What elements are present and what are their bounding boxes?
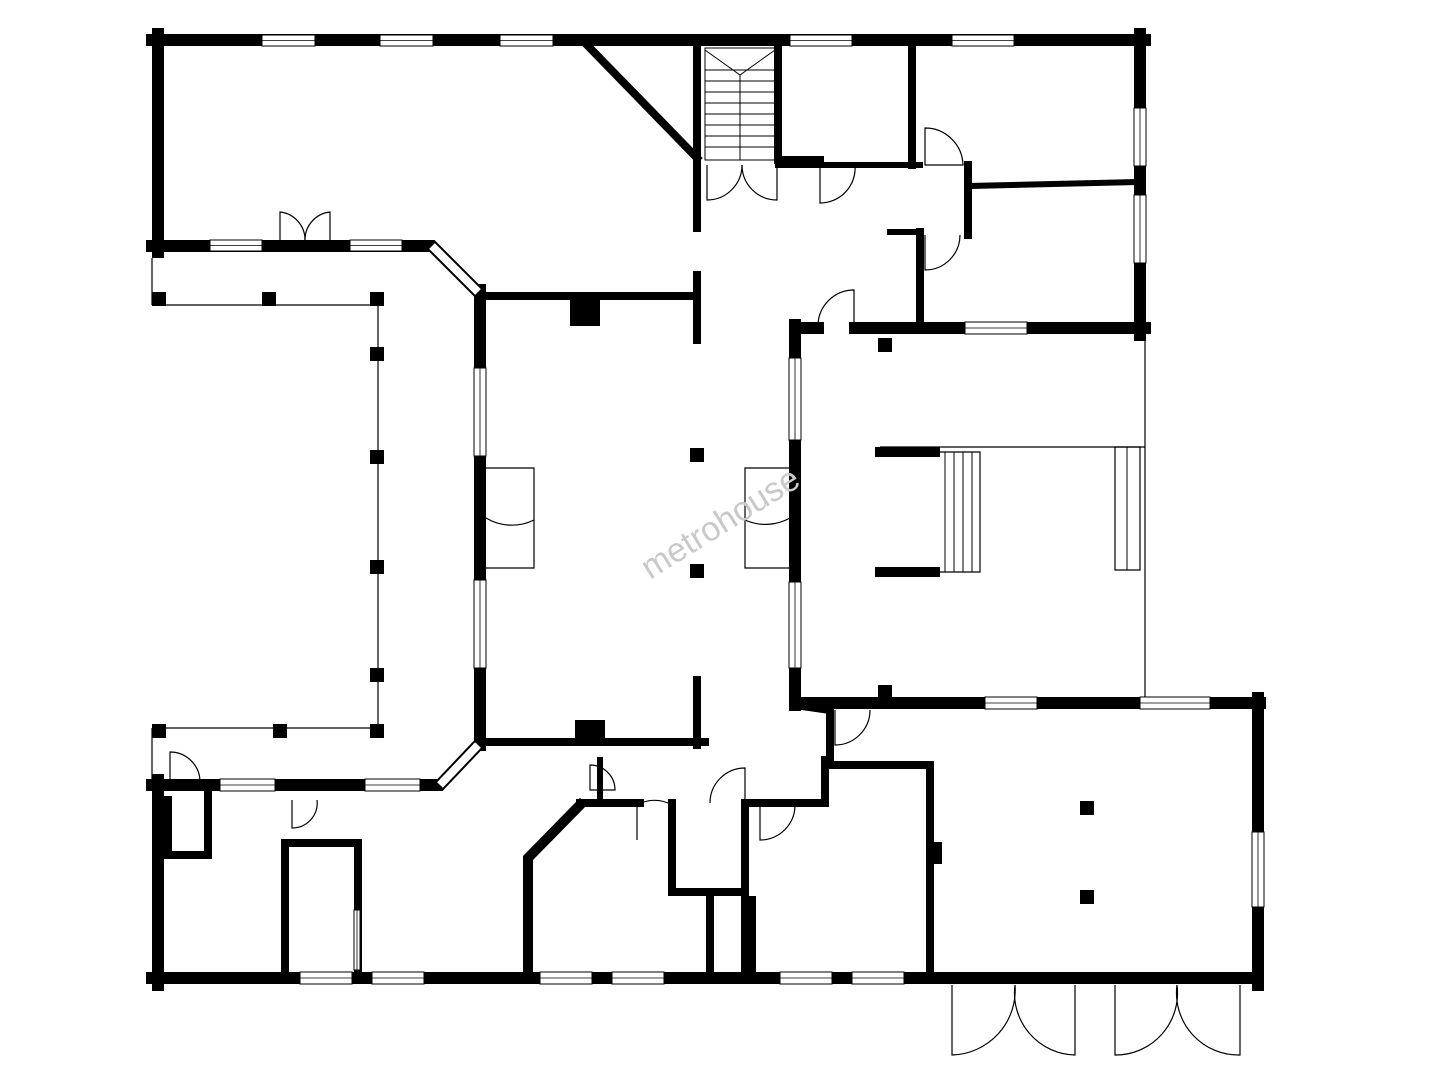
door — [169, 751, 201, 790]
wall — [164, 791, 212, 859]
door — [819, 164, 856, 204]
wall — [146, 736, 487, 791]
wall — [964, 178, 1144, 190]
door — [1175, 984, 1241, 1056]
column — [570, 298, 600, 326]
wall — [790, 700, 834, 764]
column — [370, 347, 384, 361]
wall — [582, 40, 703, 164]
door — [1114, 984, 1179, 1056]
column — [878, 338, 892, 352]
column — [370, 292, 384, 306]
column — [932, 842, 942, 864]
door — [924, 127, 964, 166]
column — [575, 720, 605, 744]
door — [834, 709, 871, 746]
doors — [169, 127, 1241, 1056]
column — [152, 292, 166, 306]
column — [370, 724, 384, 738]
column — [262, 292, 276, 306]
door — [924, 234, 961, 271]
door — [304, 211, 331, 241]
column — [1080, 801, 1094, 815]
column — [370, 668, 384, 682]
door — [485, 467, 535, 526]
door — [744, 520, 790, 569]
column — [370, 560, 384, 574]
wall — [826, 761, 934, 982]
windows — [209, 34, 1265, 985]
door — [636, 799, 673, 840]
wall — [774, 36, 824, 164]
door — [709, 767, 746, 804]
column — [690, 448, 704, 462]
wall — [281, 839, 362, 982]
column — [273, 724, 287, 738]
door — [741, 164, 778, 201]
door — [759, 804, 796, 841]
column — [152, 724, 166, 738]
door — [291, 799, 318, 829]
wall — [668, 799, 749, 896]
thin-line — [1114, 446, 1141, 571]
door — [486, 520, 535, 569]
door — [817, 289, 855, 326]
column — [878, 685, 892, 699]
staircase — [704, 47, 1128, 572]
wall — [523, 797, 588, 983]
stair-winder — [704, 49, 776, 160]
window — [437, 742, 481, 788]
window — [429, 243, 481, 295]
column — [690, 564, 704, 578]
door — [279, 211, 306, 241]
door — [706, 164, 743, 201]
wall — [146, 240, 487, 301]
column — [370, 450, 384, 464]
thin-line — [935, 451, 981, 573]
door — [951, 984, 1016, 1056]
door — [1013, 984, 1076, 1056]
column — [1080, 890, 1094, 904]
columns — [152, 292, 1094, 904]
door — [589, 764, 616, 791]
